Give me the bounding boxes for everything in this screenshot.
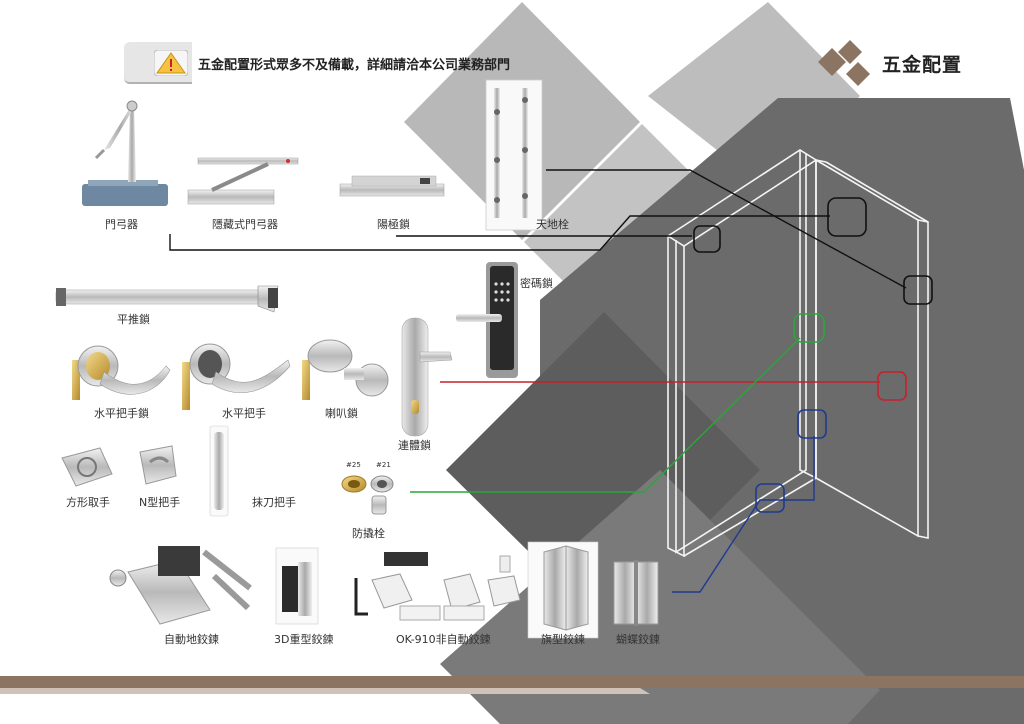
lever-lock-icon [72,345,171,400]
label-concealed-closer: 隱藏式門弓器 [212,218,278,231]
heavy-3d-hinge-icon [275,547,319,625]
door-frame-floor [683,477,817,557]
label-floor-hinge: 自動地鉸鍊 [164,633,219,646]
notice-text: 五金配置形式眾多不及備載，詳細請洽本公司業務部門 [198,58,511,73]
mortise-lock-icon [401,317,453,437]
label-combo-lock: 密碼鎖 [520,277,553,290]
label-knob-lock: 喇叭鎖 [325,407,358,420]
label-heavy-3d-hinge: 3D重型鉸鍊 [274,633,334,646]
brand-title: 五金配置 [882,54,963,76]
label-dust-socket: 防撬栓 [352,527,385,540]
brand-header: 五金配置 [812,42,992,82]
marker-combo [877,371,907,401]
combo-lock-icon [456,262,518,378]
bottom-bar-right [640,676,1024,688]
n-pull-icon [139,445,177,485]
flag-hinge-icon [527,541,599,639]
door-wireframe [666,149,929,558]
bottom-bar-light [0,688,650,694]
marker-flushbolt [903,275,933,305]
concealed-closer-icon [187,157,299,205]
diamond-gray-bottom [440,470,880,724]
label-size-large: #25 [346,461,361,469]
label-flush-bolt: 天地栓 [536,218,569,231]
line-dust [410,337,801,493]
notice-banner: 五金配置形式眾多不及備載，詳細請洽本公司業務部門 [124,42,528,86]
label-dead-bolt: 陽極鎖 [377,218,410,231]
lever-handle-icon [182,343,291,410]
label-lever-lock: 水平把手鎖 [94,407,149,420]
butterfly-hinge-icon [613,560,659,626]
line-closer [169,215,830,251]
door-leaf-top2 [825,161,929,223]
connector-lines [169,169,907,593]
label-butterfly-hinge: 蝴蝶鉸鍊 [616,633,660,646]
marker-closer [827,197,867,237]
dead-bolt-icon [339,175,445,197]
bar-pull-icon [209,425,229,517]
line-flushbolt [546,169,907,289]
door-leaf-top [815,159,827,163]
marker-deadbolt [693,225,721,253]
diamond-cluster-icon [818,40,870,86]
markers [693,197,933,513]
knob-lock-icon [302,339,389,400]
label-bar-pull: 抹刀把手 [252,496,296,509]
marker-hinge-upper [797,409,827,439]
marker-hinge-lower [755,483,785,513]
door-closer-icon [82,100,168,206]
label-lever-handle: 水平把手 [222,407,266,420]
label-door-closer: 門弓器 [105,218,138,231]
line-hinge [672,436,815,593]
panic-bar-icon [55,285,279,313]
door-frame-inner [675,154,807,554]
warning-icon [154,50,188,76]
label-size-small: #21 [376,461,391,469]
label-flag-hinge: 旗型鉸鍊 [541,633,585,646]
flush-bolt-icon [485,79,543,231]
bottom-bar [0,676,640,688]
label-mortise-lock: 連體鎖 [398,439,431,452]
door-leaf-edge [917,219,929,539]
label-ok910-hinge: OK-910非自動鉸鍊 [396,633,491,646]
ok910-hinge-icon [354,552,521,621]
marker-dust [793,313,825,343]
label-square-pull: 方形取手 [66,496,110,509]
square-pull-icon [61,447,113,487]
floor-hinge-icon [109,546,252,625]
label-n-pull: N型把手 [139,496,181,509]
dust-socket-icon [341,475,394,515]
label-panic-bar: 平推鎖 [117,313,150,326]
